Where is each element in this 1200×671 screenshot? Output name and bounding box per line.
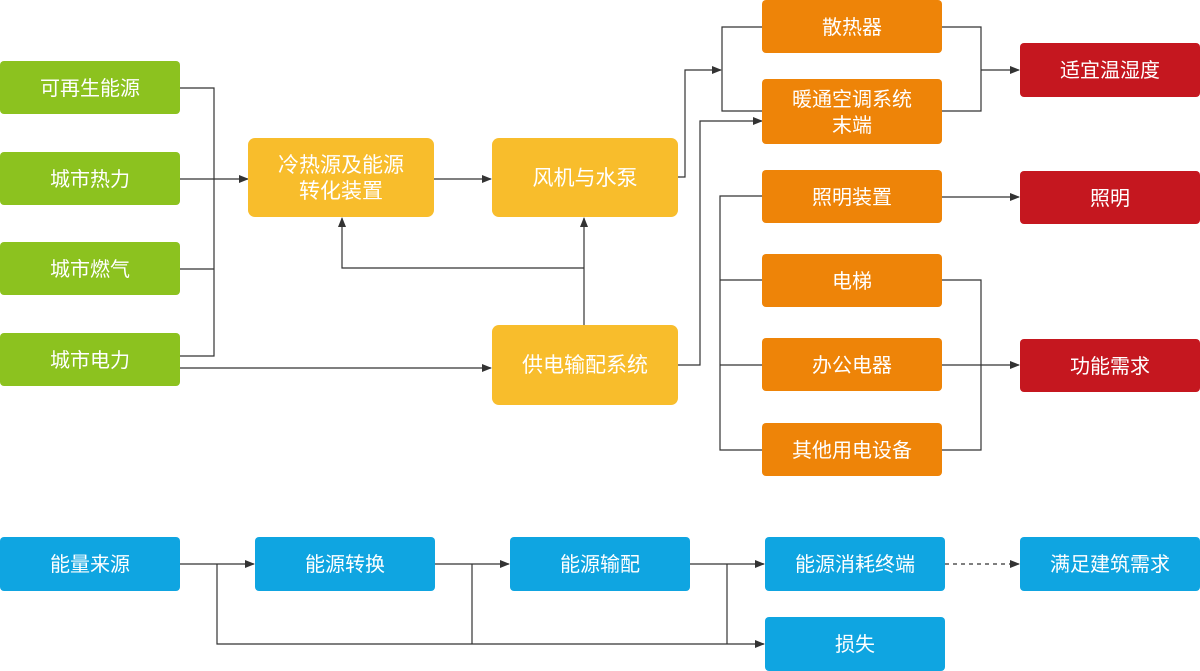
demand-function: 功能需求	[1020, 339, 1200, 392]
source-city-power: 城市电力	[0, 333, 180, 386]
terminal-radiator: 散热器	[762, 0, 942, 53]
demand-temperature-humidity: 适宜温湿度	[1020, 43, 1200, 97]
terminal-elevator: 电梯	[762, 254, 942, 307]
legend-loss: 损失	[765, 617, 945, 671]
terminal-lighting-device: 照明装置	[762, 170, 942, 223]
demand-lighting: 照明	[1020, 171, 1200, 224]
legend-energy-distribution: 能源输配	[510, 537, 690, 591]
legend-energy-terminal: 能源消耗终端	[765, 537, 945, 591]
legend-energy-conversion: 能源转换	[255, 537, 435, 591]
legend-building-demand: 满足建筑需求	[1020, 537, 1200, 591]
source-city-gas: 城市燃气	[0, 242, 180, 295]
fan-and-pump: 风机与水泵	[492, 138, 678, 217]
terminal-other-equipment: 其他用电设备	[762, 423, 942, 476]
terminal-hvac: 暖通空调系统 末端	[762, 79, 942, 144]
terminal-office-appliances: 办公电器	[762, 338, 942, 391]
source-renewable: 可再生能源	[0, 61, 180, 114]
source-city-heat: 城市热力	[0, 152, 180, 205]
power-supply-system: 供电输配系统	[492, 325, 678, 405]
legend-energy-source: 能量来源	[0, 537, 180, 591]
cold-heat-source-conversion: 冷热源及能源 转化装置	[248, 138, 434, 217]
